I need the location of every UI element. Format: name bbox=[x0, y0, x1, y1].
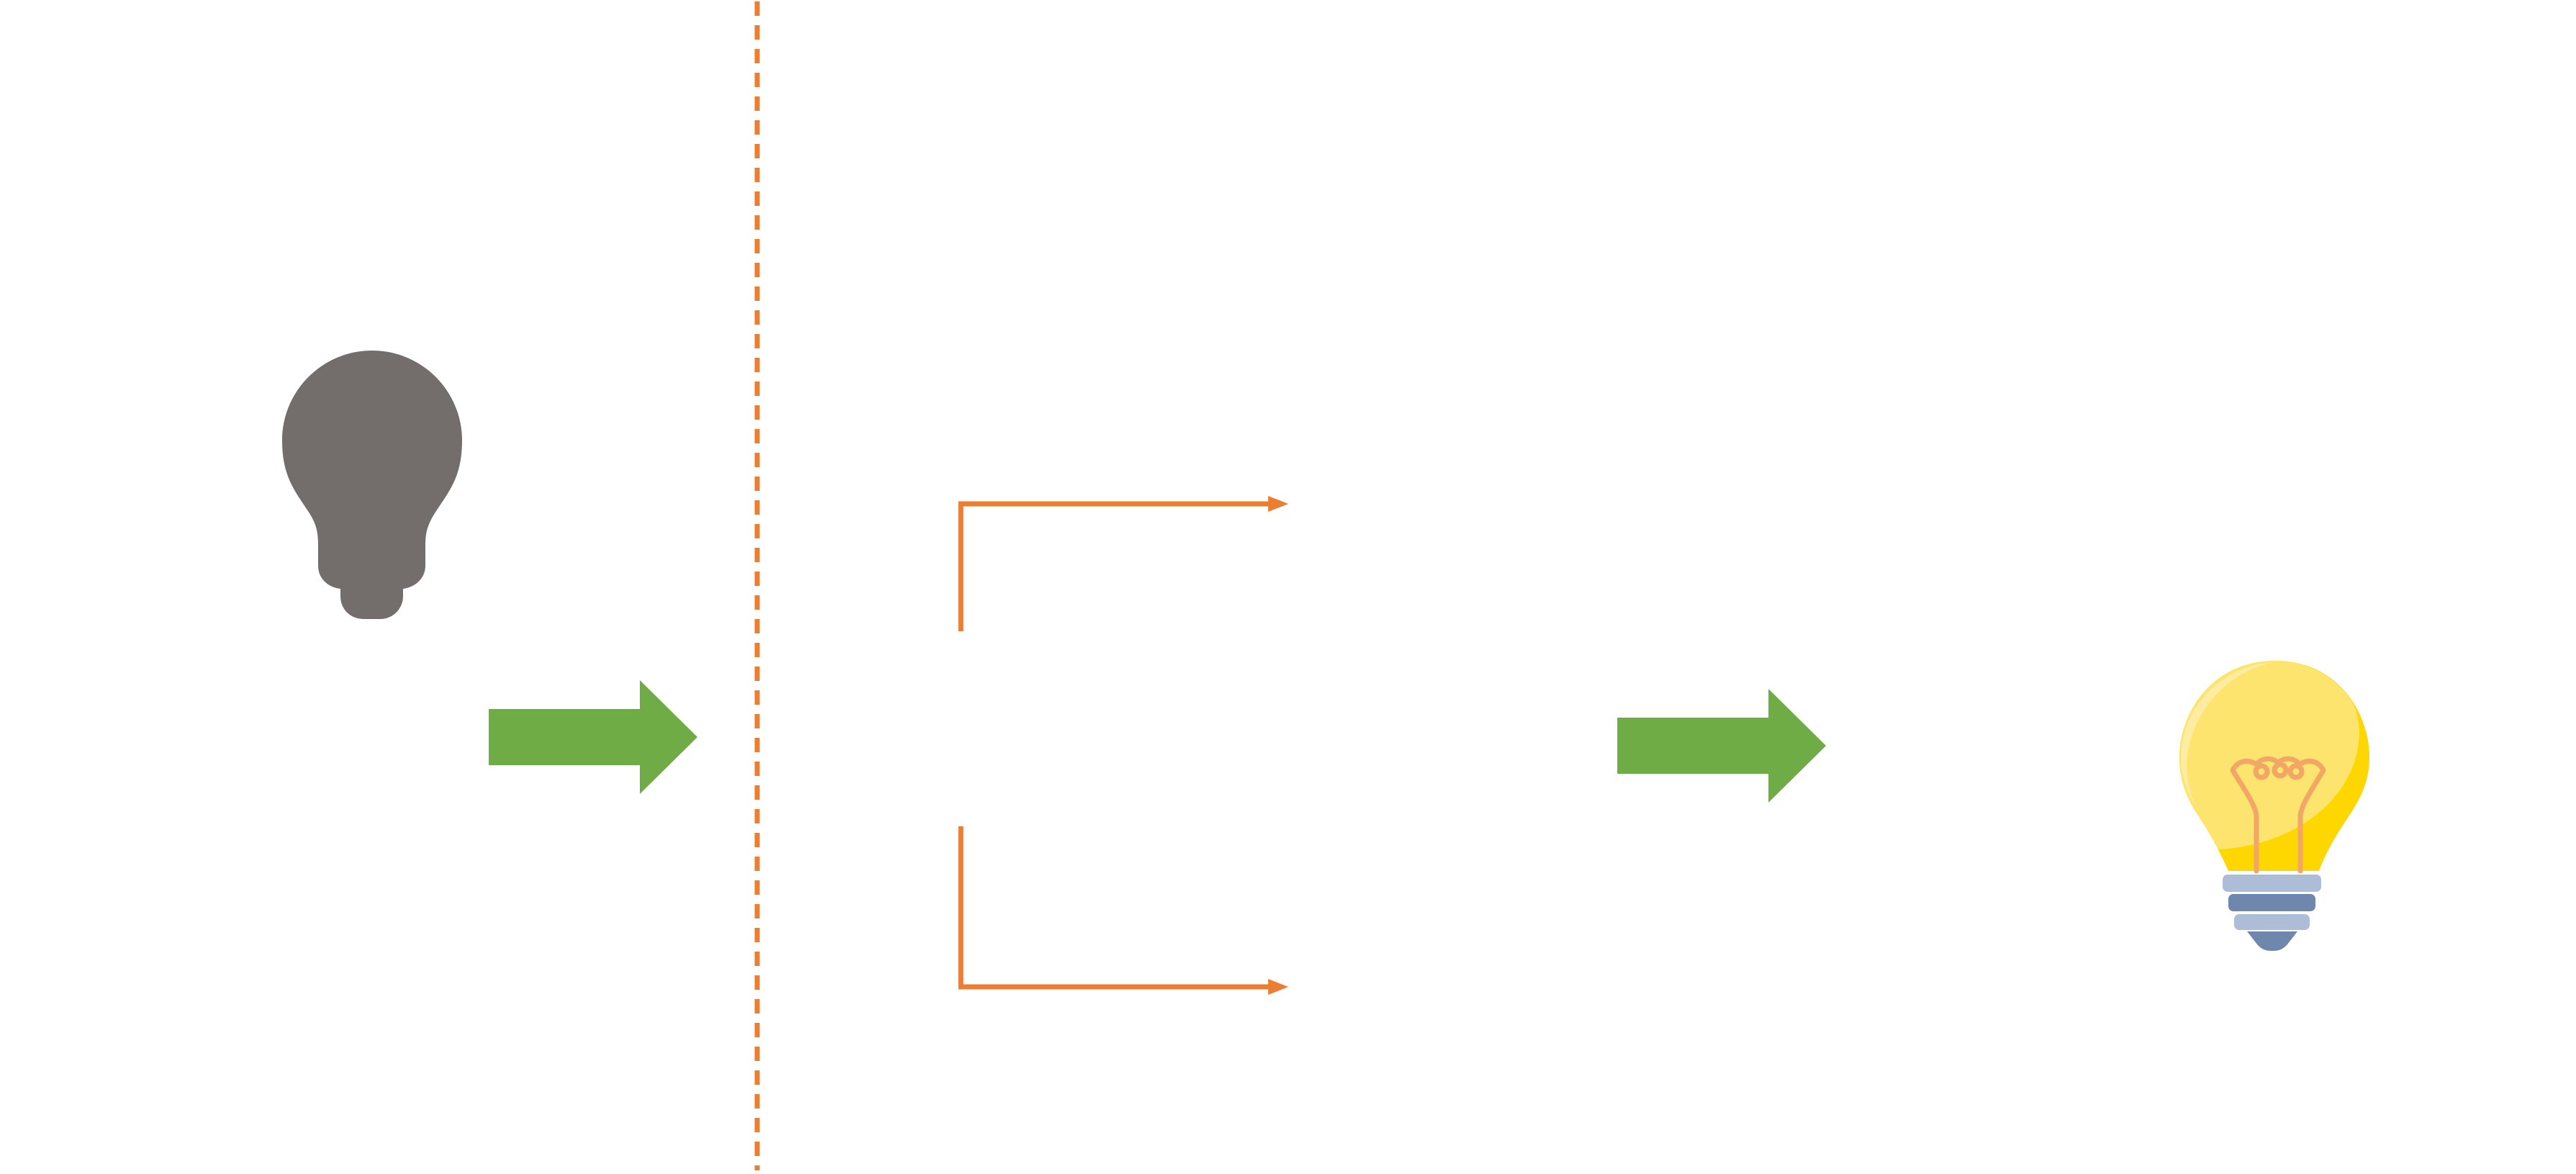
bulb-base-tip bbox=[2247, 931, 2297, 951]
lightbulb-on-icon bbox=[2179, 661, 2369, 951]
branch-bottom-line bbox=[958, 826, 1274, 990]
branch-top-line bbox=[958, 501, 1274, 631]
bulb-base-ring-1 bbox=[2223, 875, 2321, 892]
arrow-right-icon bbox=[1617, 689, 1826, 803]
bulb-base-ring-2 bbox=[2228, 894, 2315, 911]
bulb-glass-highlight bbox=[2181, 662, 2275, 808]
lightbulb-off-icon bbox=[282, 351, 462, 619]
branch-bottom-connector bbox=[958, 826, 1288, 995]
bulb-off-body bbox=[282, 351, 462, 619]
branch-top-connector bbox=[958, 496, 1288, 631]
arrow-right-icon bbox=[489, 680, 697, 794]
bulb-glass bbox=[2179, 661, 2359, 849]
bulb-filament bbox=[2230, 756, 2326, 874]
branch-bottom-arrowhead bbox=[1268, 979, 1288, 995]
bulb-base-ring-3 bbox=[2234, 914, 2310, 930]
branch-top-arrowhead bbox=[1268, 496, 1288, 512]
